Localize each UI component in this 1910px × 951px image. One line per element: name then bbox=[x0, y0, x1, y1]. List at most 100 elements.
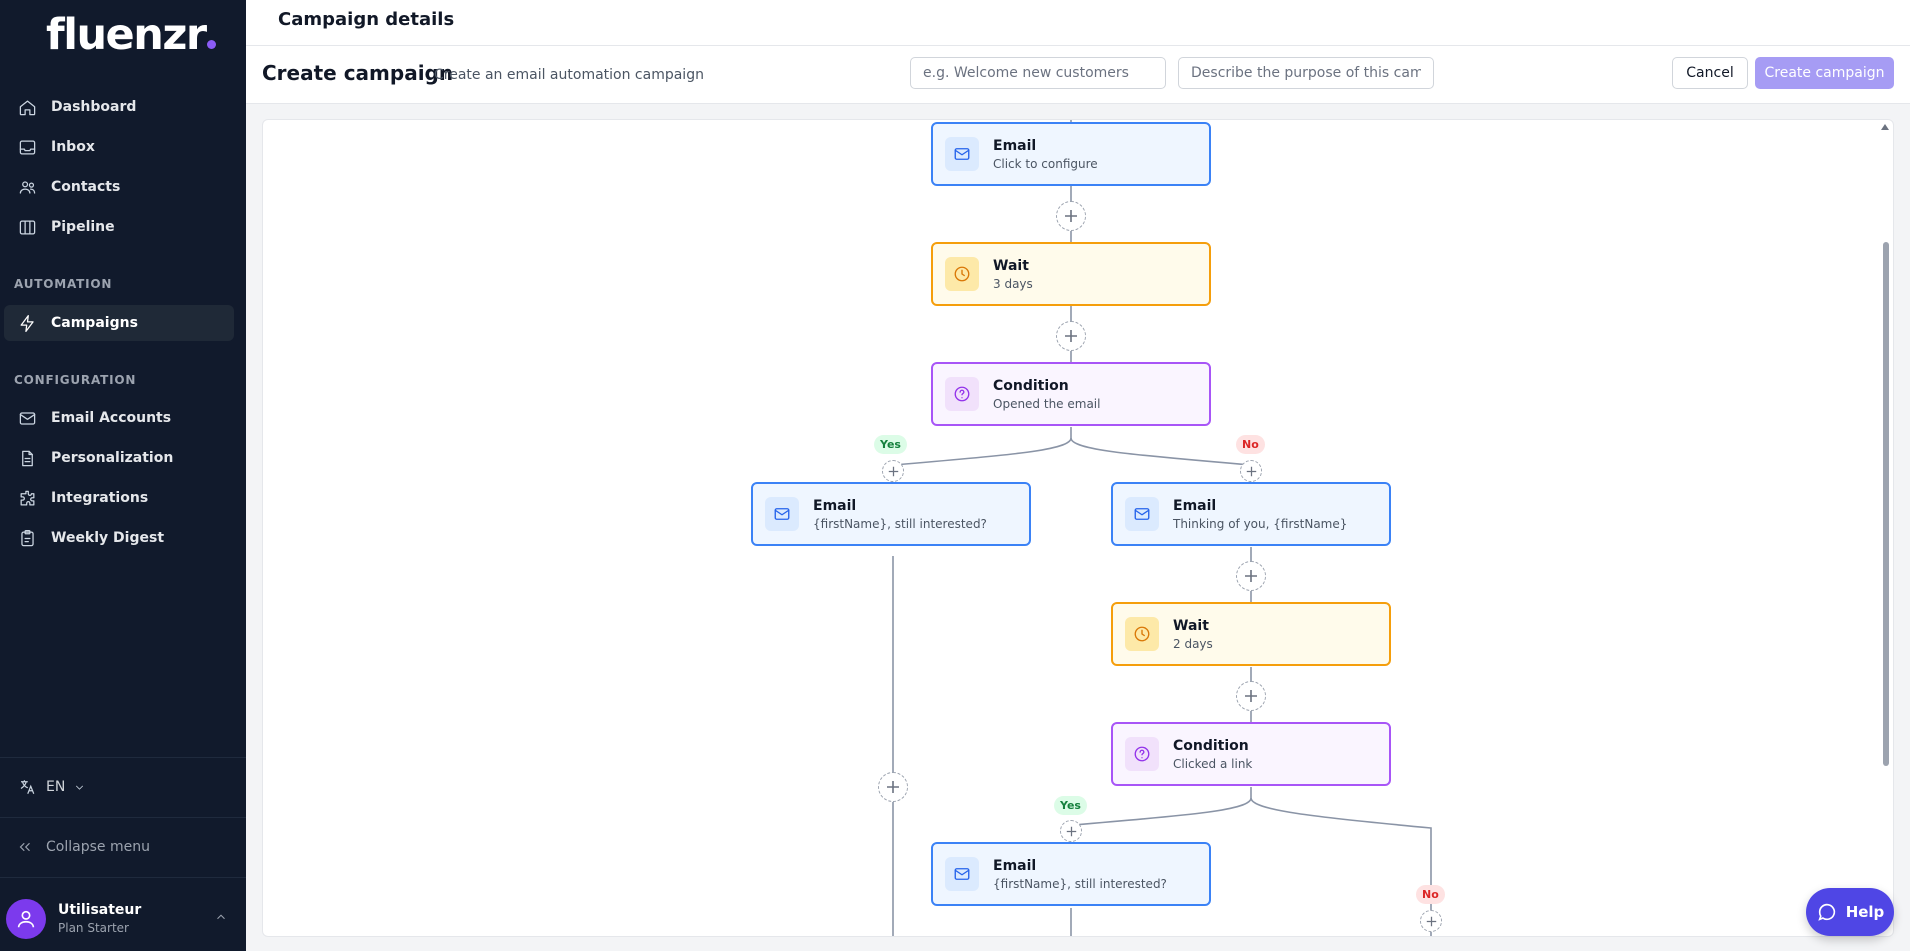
node-title: Email bbox=[1173, 497, 1217, 514]
collapse-menu-button[interactable]: Collapse menu bbox=[16, 838, 150, 856]
help-label: Help bbox=[1845, 903, 1885, 921]
chat-bubble-icon bbox=[1817, 903, 1835, 921]
sidebar-item-label: Contacts bbox=[51, 179, 121, 195]
flow-node-email[interactable]: Email {firstName}, still interested? bbox=[751, 482, 1031, 546]
user-plan: Plan Starter bbox=[58, 921, 129, 935]
sidebar-item-dashboard[interactable]: Dashboard bbox=[4, 89, 234, 125]
file-icon bbox=[22, 450, 33, 466]
language-selector[interactable]: EN bbox=[18, 778, 86, 796]
plus-icon bbox=[1245, 690, 1257, 702]
help-circle-icon bbox=[1134, 746, 1150, 762]
add-step-button[interactable] bbox=[1420, 910, 1442, 932]
chevron-up-icon bbox=[217, 914, 225, 920]
mail-icon bbox=[954, 868, 970, 880]
plus-icon bbox=[1065, 330, 1077, 342]
sidebar-divider bbox=[0, 877, 246, 878]
clock-icon bbox=[954, 266, 970, 282]
node-subtitle: Click to configure bbox=[993, 156, 1098, 171]
brand-logo[interactable]: fluenzr bbox=[46, 10, 216, 60]
node-icon-box bbox=[945, 857, 979, 891]
sidebar-item-campaigns[interactable]: Campaigns bbox=[4, 305, 234, 341]
node-icon-box bbox=[1125, 497, 1159, 531]
sidebar-item-inbox[interactable]: Inbox bbox=[4, 129, 234, 165]
node-title: Email bbox=[813, 497, 857, 514]
add-step-button[interactable] bbox=[878, 772, 908, 802]
node-title: Email bbox=[993, 137, 1037, 154]
plus-icon bbox=[1246, 466, 1256, 476]
logo-dot bbox=[206, 40, 216, 49]
plus-icon bbox=[1245, 570, 1257, 582]
help-circle-icon bbox=[954, 386, 970, 402]
collapse-menu-label: Collapse menu bbox=[46, 839, 150, 855]
sidebar-item-contacts[interactable]: Contacts bbox=[4, 169, 234, 205]
sidebar-item-label: Dashboard bbox=[51, 99, 137, 115]
sidebar-item-weekly-digest[interactable]: Weekly Digest bbox=[4, 520, 234, 556]
clipboard-icon bbox=[21, 529, 34, 546]
sidebar-item-label: Pipeline bbox=[51, 219, 115, 235]
node-subtitle: Clicked a link bbox=[1173, 756, 1253, 771]
sidebar-item-label: Campaigns bbox=[51, 315, 138, 331]
vertical-scrollbar[interactable] bbox=[1879, 120, 1893, 936]
edge bbox=[1071, 787, 1252, 826]
edge bbox=[889, 427, 1072, 466]
scrollbar-thumb[interactable] bbox=[1883, 242, 1889, 766]
node-icon-box bbox=[945, 377, 979, 411]
create-campaign-subtitle: Create an email automation campaign bbox=[434, 67, 704, 83]
sidebar-item-integrations[interactable]: Integrations bbox=[4, 480, 234, 516]
add-step-button[interactable] bbox=[1236, 681, 1266, 711]
chevrons-left-icon bbox=[19, 842, 30, 852]
branch-yes-badge: Yes bbox=[874, 435, 907, 454]
node-subtitle: {firstName}, still interested? bbox=[813, 516, 987, 531]
sidebar-item-pipeline[interactable]: Pipeline bbox=[4, 209, 234, 245]
sidebar-item-email-accounts[interactable]: Email Accounts bbox=[4, 400, 234, 436]
branch-no-badge: No bbox=[1416, 885, 1445, 904]
node-icon-box bbox=[1125, 737, 1159, 771]
sidebar-item-label: Email Accounts bbox=[51, 410, 172, 426]
node-title: Email bbox=[993, 857, 1037, 874]
add-step-button[interactable] bbox=[1240, 460, 1262, 482]
cancel-button[interactable]: Cancel bbox=[1672, 57, 1748, 89]
puzzle-icon bbox=[20, 490, 35, 505]
branch-no-badge: No bbox=[1236, 435, 1265, 454]
help-button[interactable]: Help bbox=[1806, 888, 1894, 936]
user-menu[interactable]: Utilisateur Plan Starter bbox=[0, 886, 246, 951]
add-step-button[interactable] bbox=[1060, 820, 1082, 842]
inbox-icon bbox=[19, 140, 36, 154]
section-title-configuration: CONFIGURATION bbox=[14, 373, 137, 387]
flow-node-wait[interactable]: Wait 3 days bbox=[931, 242, 1211, 306]
clock-icon bbox=[1134, 626, 1150, 642]
create-campaign-button[interactable]: Create campaign bbox=[1755, 57, 1894, 89]
sidebar-item-personalization[interactable]: Personalization bbox=[4, 440, 234, 476]
flow-node-email[interactable]: Email{firstName}, still interested? bbox=[931, 842, 1211, 906]
plus-icon bbox=[1426, 916, 1436, 926]
campaign-name-input[interactable] bbox=[910, 57, 1166, 89]
node-subtitle: Thinking of you, {firstName} bbox=[1173, 516, 1348, 531]
node-icon-box bbox=[945, 257, 979, 291]
mail-icon bbox=[1134, 508, 1150, 520]
scroll-up-arrow-icon[interactable] bbox=[1881, 124, 1889, 130]
language-label: EN bbox=[46, 779, 66, 795]
node-icon-box bbox=[765, 497, 799, 531]
add-step-button[interactable] bbox=[1056, 201, 1086, 231]
node-title: Wait bbox=[993, 257, 1029, 274]
add-step-button[interactable] bbox=[1236, 561, 1266, 591]
node-title: Condition bbox=[993, 377, 1069, 394]
node-title: Condition bbox=[1173, 737, 1249, 754]
node-icon-box bbox=[945, 137, 979, 171]
plus-icon bbox=[888, 466, 898, 476]
users-icon bbox=[19, 180, 36, 194]
add-step-button[interactable] bbox=[882, 460, 904, 482]
node-subtitle: 3 days bbox=[993, 276, 1033, 291]
node-icon-box bbox=[1125, 617, 1159, 651]
sidebar-item-label: Inbox bbox=[51, 139, 95, 155]
avatar bbox=[6, 898, 46, 939]
campaign-description-input[interactable] bbox=[1178, 57, 1434, 89]
node-subtitle: Opened the email bbox=[993, 396, 1101, 411]
add-step-button[interactable] bbox=[1056, 321, 1086, 351]
